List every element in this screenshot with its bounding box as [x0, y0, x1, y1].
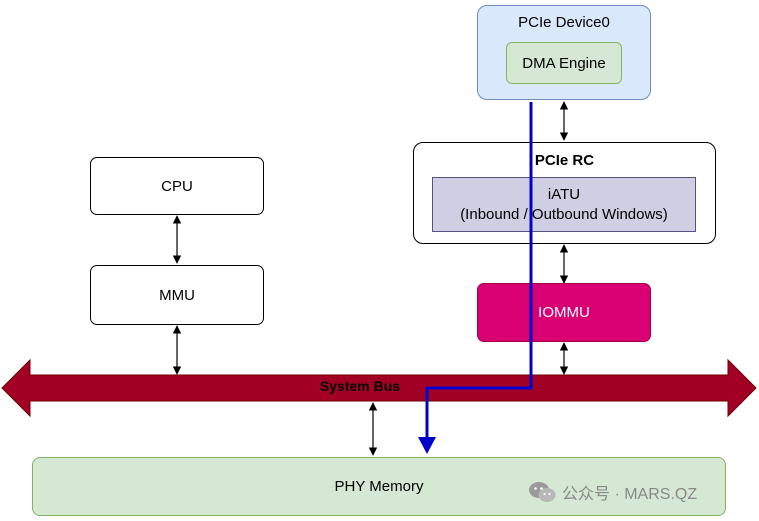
- mmu-box: MMU: [90, 265, 264, 325]
- mmu-label: MMU: [159, 286, 195, 304]
- iommu-label: IOMMU: [538, 304, 590, 321]
- watermark-text: 公众号 · MARS.QZ: [562, 486, 698, 503]
- dma-engine-box: DMA Engine: [506, 42, 622, 84]
- iatu-sublabel: (Inbound / Outbound Windows): [460, 205, 668, 223]
- phy-memory-box: PHY Memory: [32, 457, 726, 516]
- cpu-label: CPU: [161, 177, 193, 195]
- pcie-device-label: PCIe Device0: [518, 14, 610, 31]
- pcie-rc-label: PCIe RC: [534, 152, 595, 169]
- watermark: 公众号 · MARS.QZ: [528, 480, 697, 504]
- phy-memory-label: PHY Memory: [334, 478, 424, 495]
- system-bus-arrow: [1, 358, 757, 418]
- iatu-label: iATU: [547, 185, 581, 203]
- cpu-box: CPU: [90, 157, 264, 215]
- iatu-box: iATU (Inbound / Outbound Windows): [432, 177, 696, 232]
- dma-engine-label: DMA Engine: [522, 54, 606, 72]
- system-bus-label: System Bus: [319, 378, 401, 394]
- iommu-box: IOMMU: [477, 283, 651, 342]
- wechat-icon: [529, 482, 556, 502]
